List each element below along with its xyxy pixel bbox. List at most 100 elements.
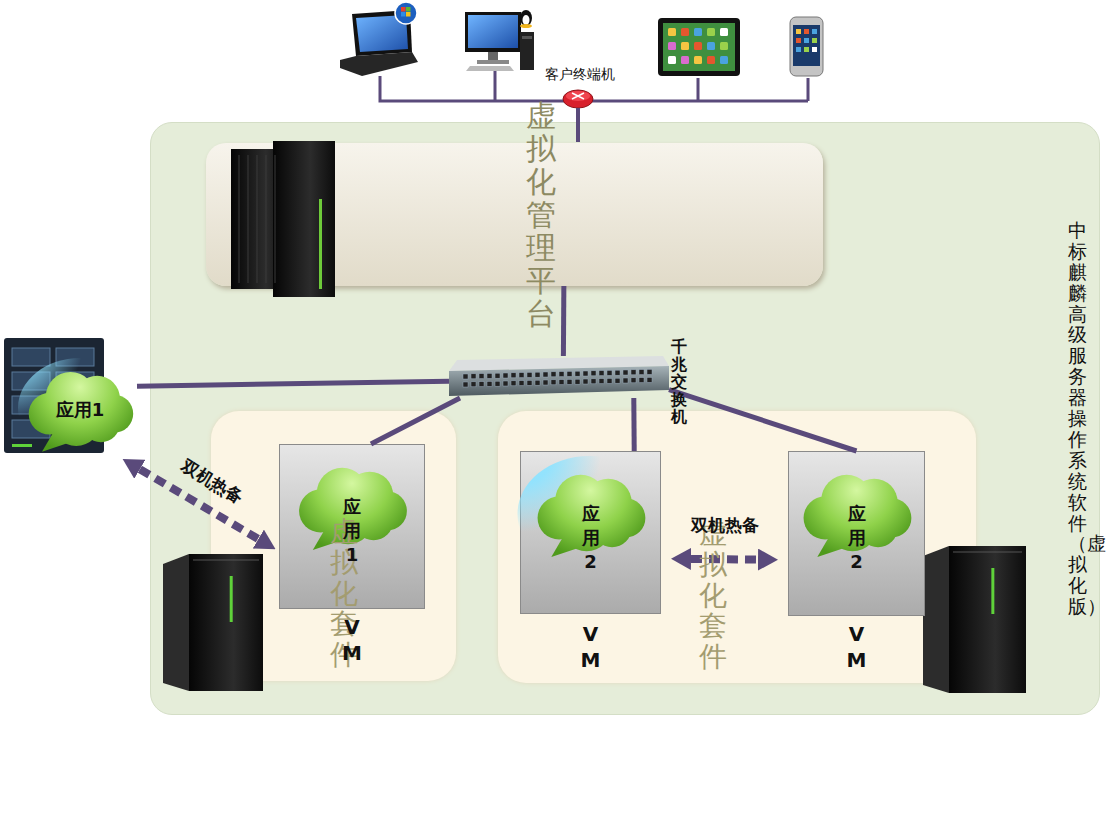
app-icon [681, 56, 689, 64]
switch-port [575, 371, 580, 376]
router-drop [576, 108, 580, 142]
router-top [566, 91, 590, 101]
switch-port [551, 372, 556, 377]
switch-port [527, 372, 532, 377]
monitor-screen [468, 15, 518, 48]
router-body [563, 90, 593, 108]
phone-body [790, 17, 823, 76]
switch-port [511, 373, 516, 378]
client-devices [340, 2, 823, 108]
switch-port [495, 381, 500, 386]
app-icon [681, 28, 689, 36]
laptop-base [340, 52, 418, 76]
network-link [137, 381, 449, 386]
router-arrows [572, 93, 584, 99]
phone-screen [793, 25, 820, 66]
switch-port [639, 378, 644, 383]
switch-port [567, 379, 572, 384]
app-icon [812, 47, 817, 52]
node-label: 虚拟化套件 [699, 519, 727, 673]
backup-link [691, 555, 758, 564]
app-icon [707, 28, 715, 36]
switch-port [599, 371, 604, 376]
network-link [669, 390, 857, 451]
monitor-frame [465, 12, 521, 52]
server-tower [163, 554, 263, 691]
server-illustration [4, 338, 114, 456]
switch-port [559, 372, 564, 377]
node-label: 千兆交换机 [671, 338, 687, 426]
node-label: VM [581, 621, 601, 673]
app-icon [804, 47, 809, 52]
switch-port [631, 378, 636, 383]
node-label: 应用1 [343, 495, 361, 567]
mainframe-groove [239, 155, 240, 283]
app-icon [804, 29, 809, 34]
switch-port [567, 371, 572, 376]
switch-port [487, 373, 492, 378]
os-logo-part [406, 7, 411, 12]
app-icon [812, 29, 817, 34]
node-label: 应用1 [56, 398, 105, 422]
switch-port [575, 379, 580, 384]
cloud-tail [42, 429, 76, 452]
switch-port [543, 380, 548, 385]
network-link [371, 398, 460, 444]
app-icon [707, 42, 715, 50]
switch-port [535, 372, 540, 377]
vm-box: 应用2VM [520, 451, 661, 614]
app-icon [812, 38, 817, 43]
server-tower [923, 546, 1026, 693]
node-label: VM [847, 621, 867, 673]
cloud-tail [313, 527, 348, 551]
os-logo [395, 2, 417, 24]
app-icon [804, 38, 809, 43]
tower-side [923, 546, 949, 693]
app-icon [796, 47, 801, 52]
switch-port [615, 370, 620, 375]
node-label: 虚拟化管理平台 [526, 99, 556, 330]
desktop-tower [520, 32, 534, 70]
app-icon [720, 28, 728, 36]
app-icon [796, 29, 801, 34]
cloud-icon [29, 372, 134, 452]
tower-led [230, 576, 233, 622]
switch-port [607, 378, 612, 383]
vm-box: 应用2VM [788, 451, 925, 616]
tower-front [949, 546, 1026, 693]
switch-port [479, 374, 484, 379]
tablet-body [658, 18, 740, 76]
app-icon [668, 42, 676, 50]
os-logo-part [401, 12, 406, 17]
app-icon [681, 42, 689, 50]
network-link [631, 398, 636, 451]
tux-body [520, 10, 532, 26]
app-icon [694, 28, 702, 36]
app-icon [796, 38, 801, 43]
suite-box: 虚拟化套件应用2VM应用2VM [498, 411, 976, 683]
mainframe-groove [266, 155, 267, 283]
switch-port [591, 379, 596, 384]
mainframe-front [273, 141, 335, 297]
tower-edge [953, 552, 1022, 553]
node-label: VM [342, 614, 362, 666]
switch-port [519, 381, 524, 386]
mainframe-groove [275, 155, 276, 283]
switch-port [471, 382, 476, 387]
app-icon [668, 56, 676, 64]
app-icon [707, 56, 715, 64]
mainframe-groove [248, 155, 249, 283]
app-icon [668, 28, 676, 36]
platform-panel: 中标麒麟高级服务器操作系统软件（虚拟化版）虚拟化管理平台千兆交换机虚拟化套件应用… [150, 122, 1100, 715]
switch-port [623, 370, 628, 375]
switch-port [559, 380, 564, 385]
switch-port [639, 370, 644, 375]
monitor-stand [488, 52, 498, 60]
switch-front [449, 366, 669, 396]
switch-port [519, 373, 524, 378]
switch-port [647, 369, 652, 374]
node-label: 应用2 [848, 502, 866, 574]
switch-port [647, 377, 652, 382]
node-label: 应用2 [582, 502, 600, 574]
